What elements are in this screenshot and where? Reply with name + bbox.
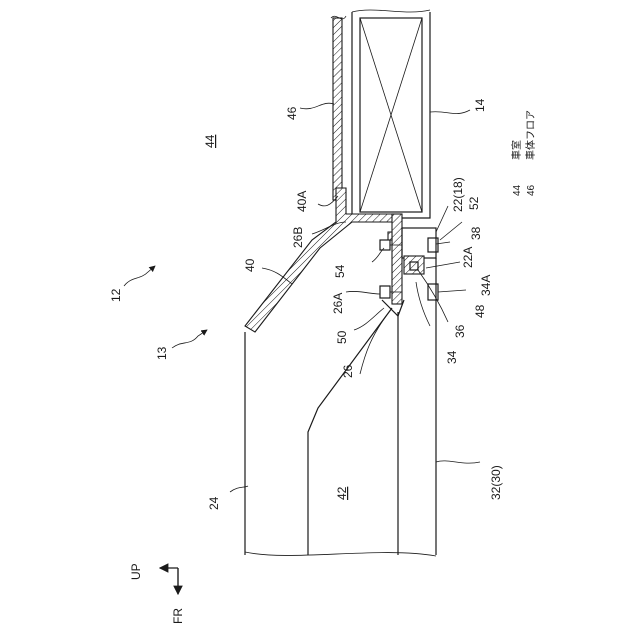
label-24: 24 [207,496,221,510]
label-54: 54 [333,264,347,278]
orientation-indicator [160,568,178,594]
label-22A: 22A [461,247,475,268]
label-40: 40 [243,258,257,272]
label-26: 26 [341,364,355,378]
label-38: 38 [469,226,483,240]
legend-text-46: 車体フロア [524,110,537,160]
assembly-arrows [124,266,207,348]
axis-fr-label: FR [171,608,185,624]
label-50: 50 [335,330,349,344]
reference-labels: 12 13 14 22(18) 22A 24 26 26A 26B 32(30)… [109,98,503,510]
orientation-labels: UP FR [129,563,185,624]
legend-text-44: 車室 [510,140,523,160]
label-40A: 40A [295,191,309,212]
label-34A: 34A [479,275,493,296]
legend-num-44: 44 [512,184,523,196]
label-34: 34 [445,350,459,364]
label-26A: 26A [331,293,345,314]
cross-member [245,188,398,332]
label-32-30: 32(30) [489,465,503,500]
axis-up-label: UP [129,563,143,580]
label-42: 42 [335,486,349,500]
label-22-18: 22(18) [451,177,465,212]
legend: 44 車室 46 車体フロア [510,110,537,196]
label-26B: 26B [291,227,305,248]
label-36: 36 [453,324,467,338]
battery-pack [352,10,430,218]
legend-num-46: 46 [526,184,537,196]
label-14: 14 [473,98,487,112]
bracket-assembly [382,214,436,316]
label-13: 13 [155,346,169,360]
label-48: 48 [473,304,487,318]
label-46: 46 [285,106,299,120]
floor-panel [331,16,346,200]
label-52: 52 [467,196,481,210]
label-12: 12 [109,288,123,302]
label-44: 44 [203,134,217,148]
